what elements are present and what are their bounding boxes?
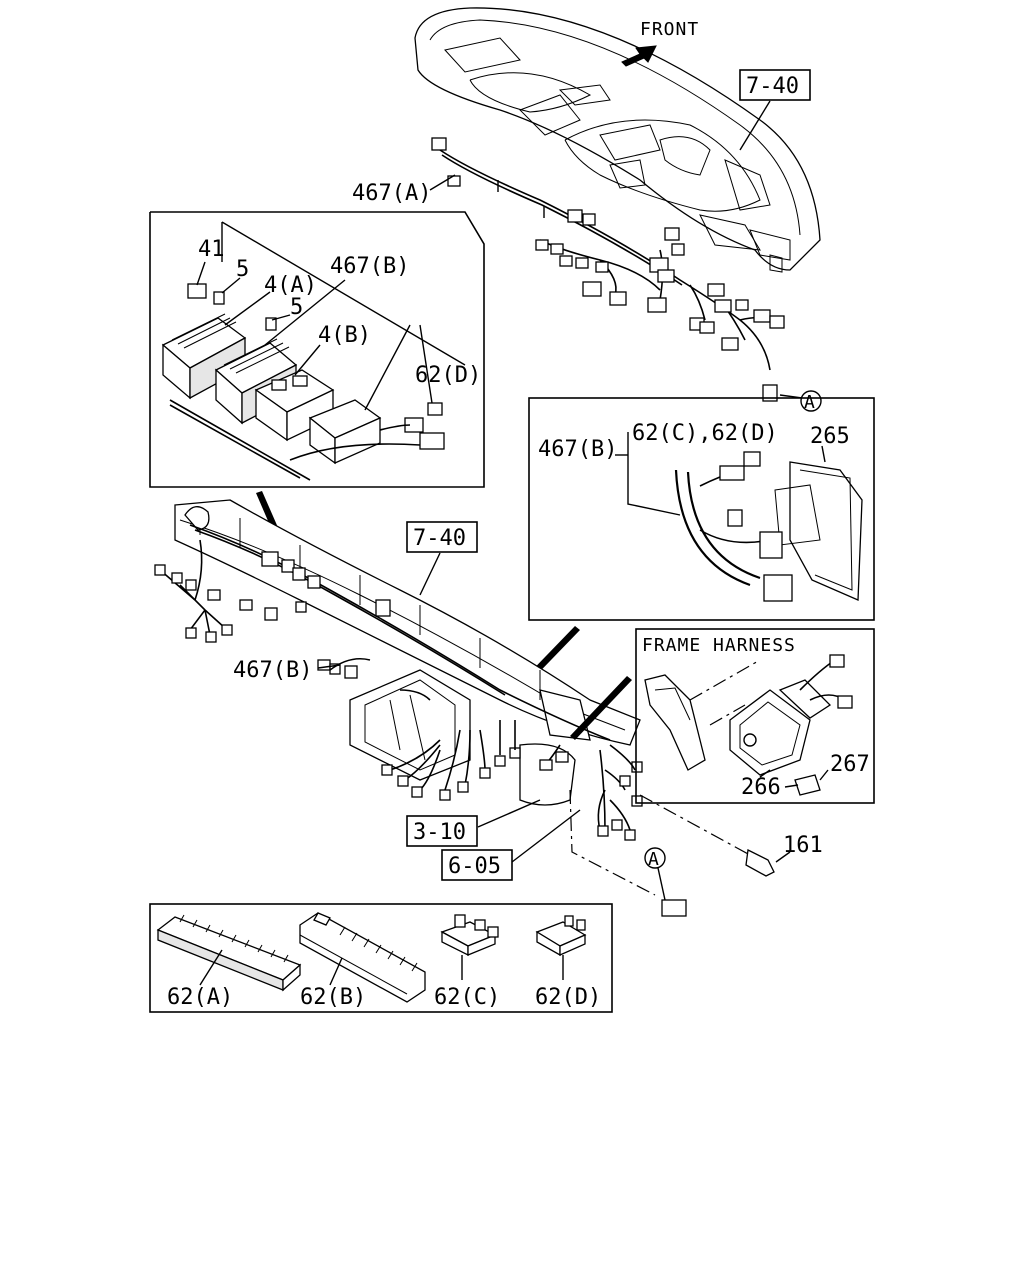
circle-marker-a-top	[800, 390, 822, 412]
callout-62d-inset: 62(D)	[415, 363, 481, 388]
ref-box-mid	[406, 521, 478, 553]
ref-6-05: 6-05	[448, 854, 501, 879]
callout-266: 266	[741, 775, 781, 800]
frame-harness-inset	[635, 628, 875, 804]
bolt-267	[794, 774, 821, 796]
callout-62cd: 62(C),62(D)	[632, 421, 778, 446]
front-arrow: FRONT	[621, 19, 699, 67]
circle-marker-a-bottom	[644, 847, 666, 869]
callout-5a: 5	[236, 257, 249, 282]
ref-7-40-mid: 7-40	[413, 526, 466, 551]
ref-box-top	[739, 69, 811, 101]
relay-box-2	[308, 399, 382, 465]
relay-62b	[299, 912, 426, 1003]
bolt-161	[745, 849, 775, 877]
callout-41: 41	[198, 237, 225, 262]
callout-467a: 467(A)	[352, 181, 431, 206]
part-5b	[265, 317, 277, 331]
connector-265-inset	[528, 397, 875, 621]
connector-a	[661, 899, 687, 917]
callout-62d-bottom: 62(D)	[535, 985, 601, 1010]
callout-62b: 62(B)	[300, 985, 366, 1010]
fuse-relay-inset	[149, 211, 485, 488]
ref-box-3-10	[406, 815, 478, 847]
relay-parts-inset	[149, 903, 613, 1013]
relay-62c	[440, 914, 499, 957]
circle-marker-a-bottom-label: A	[648, 849, 660, 870]
relay-box	[254, 369, 335, 442]
part-5a	[213, 291, 225, 305]
callout-467b-inset: 467(B)	[330, 254, 409, 279]
relay-62d	[535, 915, 587, 957]
main-wiring-harness	[154, 524, 643, 841]
circle-marker-a-top-label: A	[804, 392, 816, 413]
callout-161: 161	[783, 833, 823, 858]
callout-267: 267	[830, 752, 870, 777]
ref-box-6-05	[441, 849, 513, 881]
top-wiring-harness	[431, 137, 785, 402]
part-41	[187, 283, 207, 299]
callout-265: 265	[810, 424, 850, 449]
callout-467b-main: 467(B)	[233, 658, 312, 683]
ref-3-10: 3-10	[413, 820, 466, 845]
frame-harness-label: FRAME HARNESS	[642, 635, 796, 656]
ref-7-40-top: 7-40	[746, 74, 799, 99]
callout-4a: 4(A)	[264, 273, 317, 298]
relay-62a	[156, 914, 302, 992]
front-label: FRONT	[640, 19, 699, 40]
instrument-panel	[414, 7, 821, 273]
callout-4b: 4(B)	[318, 323, 371, 348]
callout-62a: 62(A)	[167, 985, 233, 1010]
fuse-box-4a	[161, 313, 247, 400]
callout-467b-right: 467(B)	[538, 437, 617, 462]
callout-62c: 62(C)	[434, 985, 500, 1010]
callout-5b: 5	[290, 295, 303, 320]
